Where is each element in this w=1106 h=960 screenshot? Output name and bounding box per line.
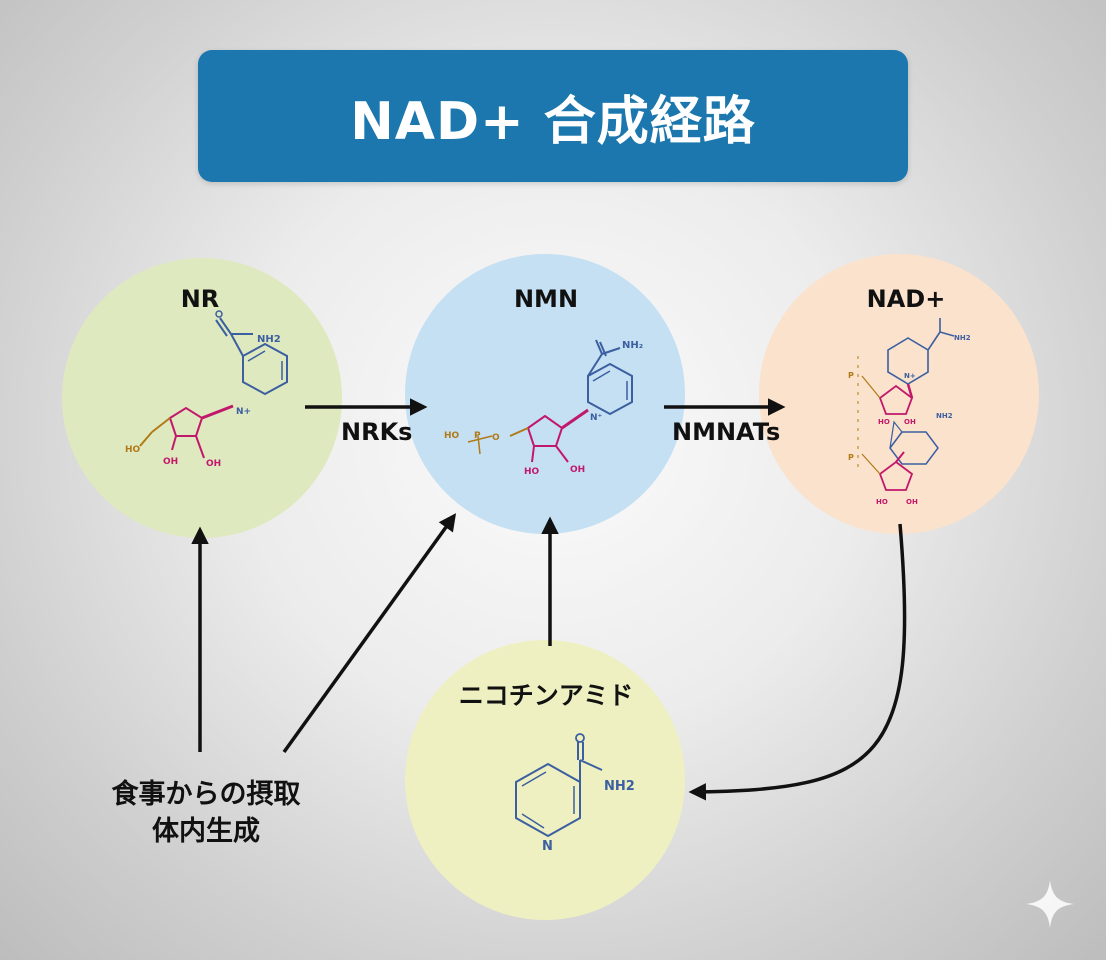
title-banner: NAD+ 合成経路: [198, 50, 908, 182]
nmn-p-label: P: [474, 431, 481, 441]
nad-nh2-label: NH2: [936, 412, 953, 420]
nmn-amide-label: NH₂: [622, 340, 643, 351]
nad-nplus-label: N+: [904, 372, 916, 380]
nr-ho-label: HO: [125, 445, 141, 455]
nad-amide-label: NH2: [954, 334, 971, 342]
nad-node: [759, 254, 1039, 534]
sparkle-icon: [1026, 880, 1074, 928]
nr-oh2-label: OH: [206, 459, 221, 469]
nad-p2-label: P: [848, 453, 854, 462]
source-line-diet: 食事からの摂取: [111, 779, 301, 810]
nad-ho2-label: HO: [876, 498, 888, 506]
source-label: 食事からの摂取 体内生成: [112, 776, 301, 850]
arrow-nad-to-nicotinamide: [688, 523, 907, 801]
nicotinamide-n-label: N: [542, 839, 553, 854]
nad-label: NAD+: [866, 285, 946, 313]
nr-structure: [139, 310, 288, 459]
nad-ho1-label: HO: [878, 418, 890, 426]
arrow-source-to-nmn: [282, 513, 457, 754]
nmn-nplus-label: N⁺: [590, 413, 603, 423]
page-title: NAD+ 合成経路: [350, 91, 756, 152]
nmnats-label: NMNATs: [672, 418, 781, 446]
nmn-structure: [467, 339, 633, 463]
nmn-oh-label: OH: [570, 465, 585, 475]
nad-oh2-label: OH: [906, 498, 918, 506]
nicotinamide-label: ニコチンアミド: [458, 681, 634, 710]
nr-node: [62, 258, 342, 538]
nmn-node: [405, 254, 685, 534]
nr-label: NR: [180, 285, 220, 313]
nad-structure: [857, 318, 955, 491]
nr-oh1-label: OH: [163, 457, 178, 467]
nicotinamide-structure: [515, 733, 603, 838]
source-line-endogenous: 体内生成: [152, 816, 260, 847]
nmn-ho-label: HO: [444, 431, 460, 441]
nmn-o-label: O: [492, 433, 500, 443]
nicotinamide-amide-label: NH2: [604, 779, 635, 794]
nad-oh1-label: OH: [904, 418, 916, 426]
nicotinamide-node: [405, 640, 685, 920]
nmn-ho2-label: HO: [524, 467, 540, 477]
nrks-label: NRKs: [341, 418, 413, 446]
nad-p1-label: P: [848, 371, 854, 380]
nr-nplus-label: N+: [236, 407, 251, 417]
nmn-label: NMN: [513, 285, 579, 313]
nr-amide-label: NH2: [257, 334, 281, 345]
